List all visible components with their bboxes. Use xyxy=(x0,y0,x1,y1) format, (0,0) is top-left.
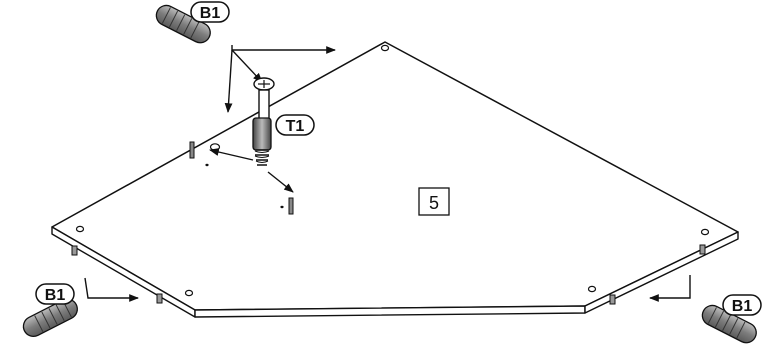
panel-hole xyxy=(75,225,85,233)
dowel-bottom-right-label-text: B1 xyxy=(732,298,753,315)
cam-bolt-label: T1 xyxy=(275,114,315,136)
corner-shelf-panel xyxy=(51,41,739,318)
small-pin xyxy=(189,141,294,215)
cam-hole xyxy=(209,143,221,151)
cam-hole xyxy=(205,163,209,167)
dowel-top-left xyxy=(155,4,211,44)
cam-hole xyxy=(280,205,284,209)
cam-bolt-label-text: T1 xyxy=(286,118,305,135)
dowel-top-left-label: B1 xyxy=(190,1,230,23)
dowel-bottom-left-label: B1 xyxy=(35,283,75,305)
edge-dowel-pin xyxy=(71,244,706,305)
panel-hole xyxy=(700,228,710,236)
panel-hole xyxy=(587,285,597,293)
dowel-top-left-label-text: B1 xyxy=(200,5,221,22)
dowel-bottom-left xyxy=(22,298,78,338)
panel-number: 5 xyxy=(429,193,439,213)
assembly-arrows xyxy=(84,45,691,302)
panel-hole xyxy=(380,44,390,52)
panel-top-face xyxy=(51,41,739,311)
dowel-bottom-left-label-text: B1 xyxy=(45,287,66,304)
cam-bolt xyxy=(252,77,275,166)
panel-number-box: 5 xyxy=(418,187,450,216)
dowel-bottom-right-label: B1 xyxy=(722,294,762,316)
panel-hole xyxy=(184,289,194,297)
